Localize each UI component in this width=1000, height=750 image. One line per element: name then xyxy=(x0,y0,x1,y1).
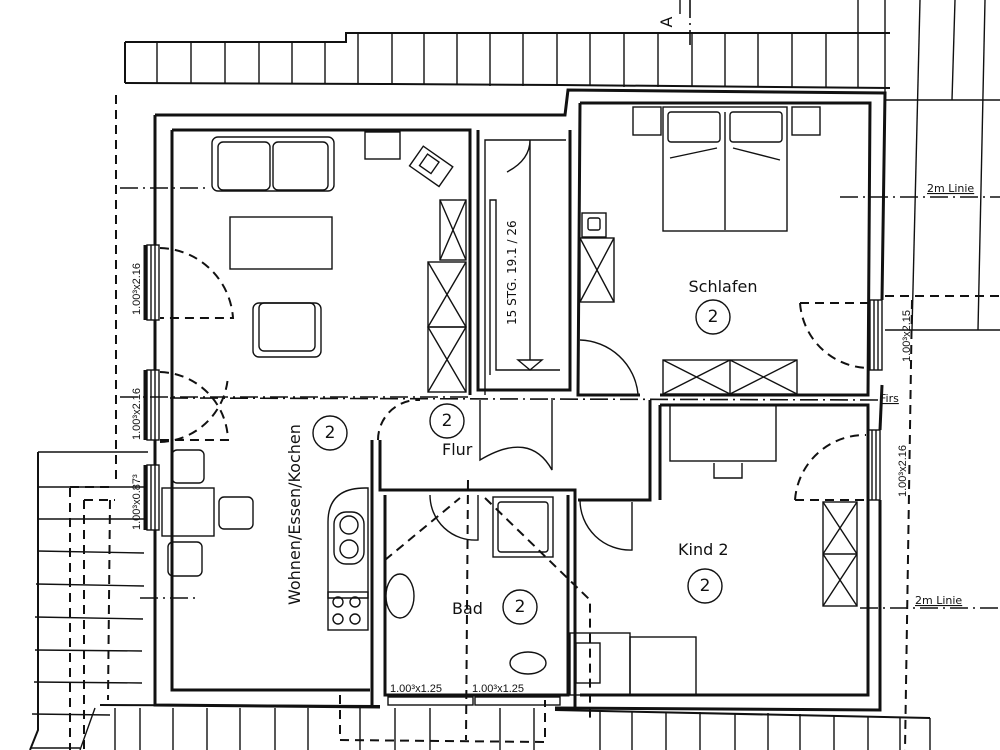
svg-text:1.00³x2.16: 1.00³x2.16 xyxy=(897,445,909,497)
child-room: Kind 2 2 xyxy=(569,403,1000,697)
svg-text:Kind 2: Kind 2 xyxy=(678,540,729,559)
svg-text:Flur: Flur xyxy=(442,440,473,459)
svg-text:1.00³x2.15: 1.00³x2.15 xyxy=(901,310,913,362)
svg-text:15 STG. 19.1 / 26: 15 STG. 19.1 / 26 xyxy=(505,220,519,325)
svg-text:Bad: Bad xyxy=(452,599,483,618)
windows-right: 1.00³x2.15 1.00³x2.16 xyxy=(867,299,913,750)
windows-left: 1.00³x2.16 1.00³x2.16 1.00³x0.87³ xyxy=(131,244,160,531)
bedroom-furniture xyxy=(579,106,1000,395)
svg-text:2m Linie: 2m Linie xyxy=(927,182,974,195)
roof-tiles-top xyxy=(124,0,891,89)
living-furniture xyxy=(120,131,881,631)
svg-text:Schlafen: Schlafen xyxy=(689,277,758,296)
stair: 15 STG. 19.1 / 26 xyxy=(476,130,572,395)
svg-text:1.00³x0.87³: 1.00³x0.87³ xyxy=(131,474,143,530)
svg-text:2: 2 xyxy=(515,597,526,617)
svg-text:Wohnen/Essen/Kochen: Wohnen/Essen/Kochen xyxy=(285,424,304,605)
svg-text:2m Linie: 2m Linie xyxy=(915,594,962,607)
svg-text:2: 2 xyxy=(700,576,711,596)
svg-text:1.00³x1.25: 1.00³x1.25 xyxy=(472,683,524,695)
svg-text:Firs: Firs xyxy=(880,392,899,405)
svg-text:1.00³x1.25: 1.00³x1.25 xyxy=(390,683,442,695)
svg-text:2: 2 xyxy=(325,423,336,443)
svg-text:2: 2 xyxy=(708,307,719,327)
room-schlafen: Schlafen 2 xyxy=(689,277,758,335)
terrace-left xyxy=(29,95,148,750)
room-wohnen: Wohnen/Essen/Kochen 2 xyxy=(285,415,348,605)
svg-text:1.00³x2.16: 1.00³x2.16 xyxy=(131,263,143,315)
hallway: 2 Flur xyxy=(370,398,652,710)
bathroom: Bad 2 1.00³x1.25 1.00³x1.25 xyxy=(339,479,591,744)
north-marker: A xyxy=(657,0,691,45)
svg-text:1.00³x2.16: 1.00³x2.16 xyxy=(131,388,143,440)
svg-text:A: A xyxy=(657,16,676,27)
annotations: 2m Linie 2m Linie Firs xyxy=(880,182,974,607)
roof-right xyxy=(884,0,1000,331)
roof-tiles-bottom xyxy=(79,704,931,750)
svg-text:2: 2 xyxy=(442,411,453,431)
